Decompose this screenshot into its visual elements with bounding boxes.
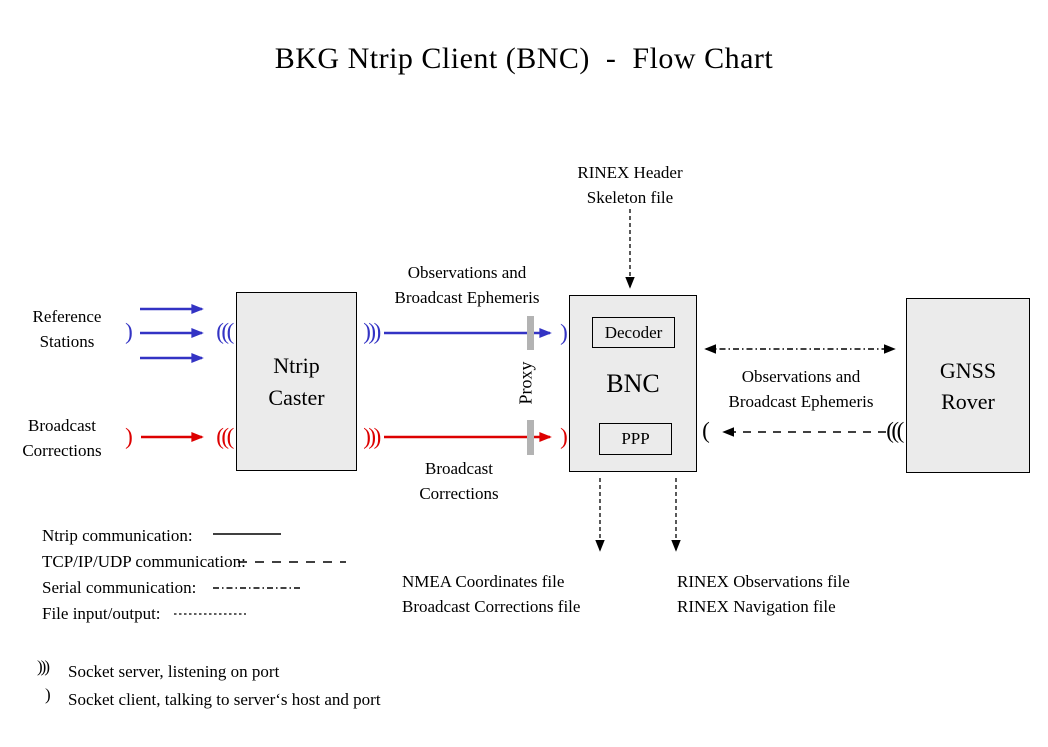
proxy-label: Proxy xyxy=(515,361,536,405)
decoder-box: Decoder xyxy=(592,317,675,348)
reference-stations-label: Reference Stations xyxy=(32,307,102,351)
legend-serial-label: Serial communication: xyxy=(42,578,197,597)
broadcast-corrections-input-label: Broadcast Corrections xyxy=(22,416,102,460)
rinex-outputs-label: RINEX Observations file RINEX Navigation… xyxy=(677,572,850,616)
rinex-header-skeleton-label: RINEX Header Skeleton file xyxy=(577,163,683,207)
proxy-bar-top xyxy=(527,316,534,350)
ppp-box: PPP xyxy=(599,423,672,455)
page-title: BKG Ntrip Client (BNC) - Flow Chart xyxy=(274,42,774,75)
socket-client-icon: ) xyxy=(125,424,133,449)
ntrip-caster-box: Ntrip Caster xyxy=(236,292,357,471)
socket-server-icon: ))) xyxy=(37,657,50,676)
socket-server-icon: ((( xyxy=(216,424,234,449)
observations-ephemeris-top-label: Observations and Broadcast Ephemeris xyxy=(394,263,540,307)
socket-client-icon: ) xyxy=(45,685,51,704)
broadcast-corrections-mid-label: Broadcast Corrections xyxy=(419,459,499,503)
socket-server-icon: ))) xyxy=(363,319,381,344)
socket-client-icon: ) xyxy=(560,320,568,345)
socket-client-description: Socket client, talking to server‘s host … xyxy=(68,690,381,709)
socket-server-icon: ))) xyxy=(363,424,381,449)
observations-ephemeris-right-label: Observations and Broadcast Ephemeris xyxy=(728,367,874,411)
legend-ntrip-label: Ntrip communication: xyxy=(42,526,193,545)
socket-server-icon: ((( xyxy=(216,319,234,344)
legend-file-label: File input/output: xyxy=(42,604,161,623)
socket-client-icon: ) xyxy=(125,319,133,344)
socket-client-icon: ( xyxy=(702,418,710,443)
legend-tcp-label: TCP/IP/UDP communication: xyxy=(42,552,246,571)
nmea-outputs-label: NMEA Coordinates file Broadcast Correcti… xyxy=(402,572,581,616)
socket-client-icon: ) xyxy=(560,424,568,449)
gnss-rover-box: GNSS Rover xyxy=(906,298,1030,473)
socket-server-icon: ((( xyxy=(886,418,904,443)
proxy-bar-bottom xyxy=(527,420,534,455)
socket-server-description: Socket server, listening on port xyxy=(68,662,280,681)
